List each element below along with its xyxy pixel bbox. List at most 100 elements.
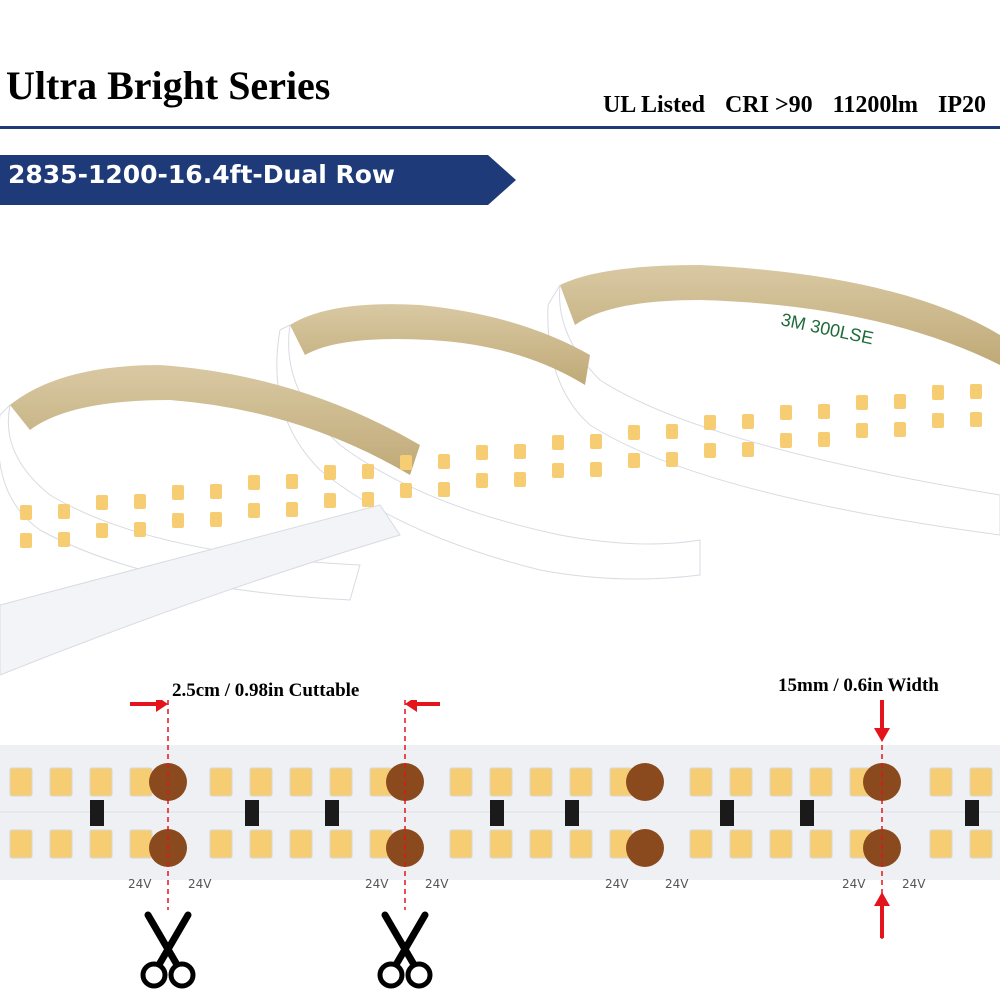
voltage-label: 24V xyxy=(188,877,212,891)
photo-led xyxy=(438,482,450,497)
product-title: Ultra Bright Series xyxy=(6,63,331,108)
resistor xyxy=(490,800,504,826)
photo-led xyxy=(970,412,982,427)
photo-led xyxy=(324,493,336,508)
voltage-label: 24V xyxy=(425,877,449,891)
led-chip xyxy=(809,829,833,859)
arrow-icon xyxy=(130,700,168,712)
voltage-label: 24V xyxy=(605,877,629,891)
spec-lumens: 11200lm xyxy=(832,92,918,118)
arrow-icon xyxy=(874,892,890,938)
header-divider xyxy=(0,126,1000,129)
photo-led xyxy=(894,394,906,409)
resistor xyxy=(720,800,734,826)
photo-led xyxy=(590,462,602,477)
photo-led xyxy=(932,413,944,428)
photo-led xyxy=(514,472,526,487)
voltage-label: 24V xyxy=(365,877,389,891)
arrow-icon xyxy=(405,700,440,712)
spec-list: UL Listed CRI >90 11200lm IP20 xyxy=(589,92,986,119)
resistor xyxy=(800,800,814,826)
led-chip xyxy=(689,829,713,859)
led-chip xyxy=(49,767,73,797)
photo-led xyxy=(704,443,716,458)
photo-led xyxy=(20,533,32,548)
solder-pad xyxy=(626,763,664,801)
led-chip xyxy=(969,767,993,797)
photo-led xyxy=(286,474,298,489)
led-chip xyxy=(249,767,273,797)
photo-led xyxy=(96,495,108,510)
resistor xyxy=(965,800,979,826)
photo-led xyxy=(666,424,678,439)
photo-led xyxy=(894,422,906,437)
led-chip xyxy=(249,829,273,859)
voltage-label: 24V xyxy=(128,877,152,891)
photo-led xyxy=(932,385,944,400)
led-chip xyxy=(689,767,713,797)
photo-led xyxy=(818,432,830,447)
led-chip xyxy=(569,767,593,797)
photo-led xyxy=(666,452,678,467)
spec-ip: IP20 xyxy=(938,92,986,118)
coil-loop-middle xyxy=(276,304,701,580)
photo-led xyxy=(400,483,412,498)
led-chip xyxy=(289,829,313,859)
resistor xyxy=(325,800,339,826)
photo-led xyxy=(248,503,260,518)
led-chip xyxy=(9,829,33,859)
led-chip xyxy=(49,829,73,859)
photo-led xyxy=(856,395,868,410)
led-chip xyxy=(289,767,313,797)
photo-led-pattern xyxy=(20,384,982,548)
photo-led xyxy=(134,494,146,509)
resistor xyxy=(565,800,579,826)
photo-led xyxy=(704,415,716,430)
photo-led xyxy=(172,485,184,500)
led-chip xyxy=(529,767,553,797)
led-chip xyxy=(969,829,993,859)
model-banner-label: 2835-1200-16.4ft-Dual Row xyxy=(8,160,396,189)
led-chip xyxy=(569,829,593,859)
model-banner xyxy=(0,155,516,205)
led-chip xyxy=(929,829,953,859)
width-label: 15mm / 0.6in Width xyxy=(778,675,939,696)
photo-led xyxy=(552,435,564,450)
solder-pad xyxy=(626,829,664,867)
photo-led xyxy=(856,423,868,438)
photo-led xyxy=(742,442,754,457)
led-chip xyxy=(769,829,793,859)
photo-led xyxy=(58,532,70,547)
photo-led xyxy=(742,414,754,429)
photo-led xyxy=(590,434,602,449)
coiled-led-strip-photo: 3M 300LSE xyxy=(0,265,1000,676)
photo-led xyxy=(628,453,640,468)
resistor xyxy=(90,800,104,826)
photo-led xyxy=(780,433,792,448)
photo-led xyxy=(210,484,222,499)
spec-cri: CRI >90 xyxy=(724,92,813,118)
photo-led xyxy=(286,502,298,517)
led-chip xyxy=(489,829,513,859)
led-chip xyxy=(769,767,793,797)
led-chip xyxy=(529,829,553,859)
voltage-label: 24V xyxy=(842,877,866,891)
photo-led xyxy=(780,405,792,420)
photo-led xyxy=(400,455,412,470)
led-chip xyxy=(489,767,513,797)
photo-led xyxy=(96,523,108,538)
led-chip xyxy=(929,767,953,797)
led-chip xyxy=(209,767,233,797)
photo-led xyxy=(248,475,260,490)
led-chip xyxy=(89,767,113,797)
led-chip xyxy=(209,829,233,859)
resistor xyxy=(245,800,259,826)
photo-led xyxy=(58,504,70,519)
photo-led xyxy=(438,454,450,469)
led-chip xyxy=(809,767,833,797)
voltage-label: 24V xyxy=(902,877,926,891)
photo-led xyxy=(628,425,640,440)
photo-led xyxy=(476,473,488,488)
photo-led xyxy=(818,404,830,419)
led-chip xyxy=(329,829,353,859)
